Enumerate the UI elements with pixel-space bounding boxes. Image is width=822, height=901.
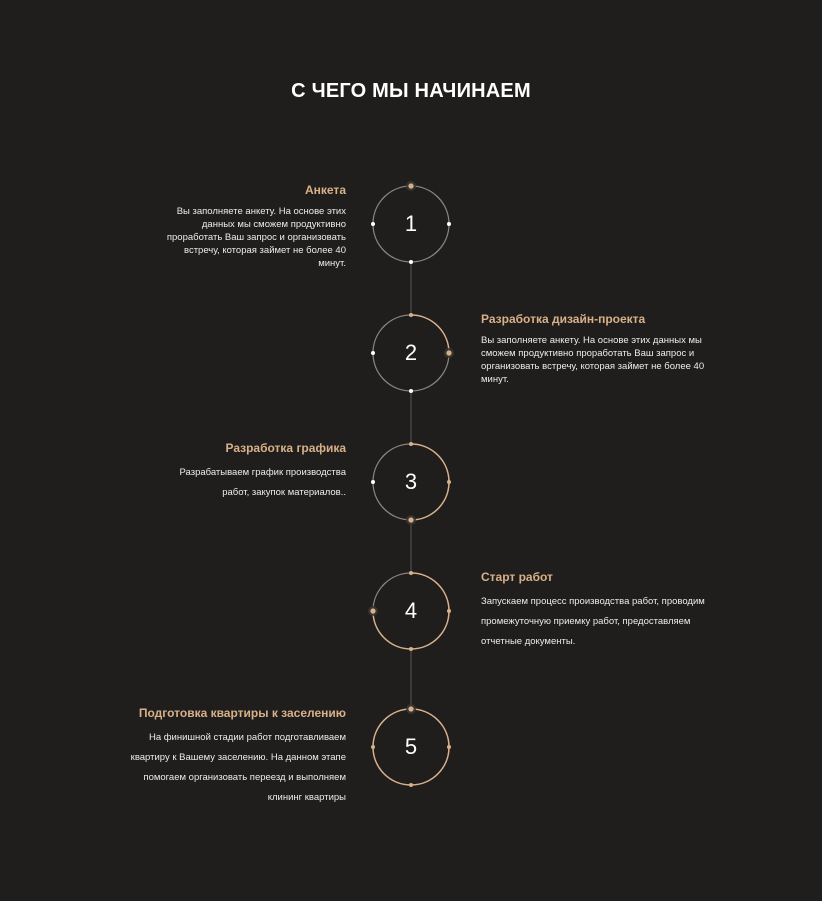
step-3-text: Разработка графика Разрабатываем график …: [156, 441, 346, 503]
step-4-description: Запускаем процесс производства работ, пр…: [481, 596, 705, 647]
step-4-progress-arc: [372, 572, 450, 650]
step-2-progress-arc: [410, 314, 450, 354]
step-1-description: Вы заполняете анкету. На основе этих дан…: [166, 206, 346, 269]
step-5-title: Подготовка квартиры к заселению: [138, 706, 346, 720]
step-4-marker-3: [409, 647, 413, 651]
step-4-marker-2: [447, 609, 451, 613]
step-1-number: 1: [404, 211, 418, 236]
step-4-title: Старт работ: [481, 570, 553, 584]
step-5-marker-4: [371, 745, 375, 749]
page-title: С ЧЕГО МЫ НАЧИНАЕМ: [291, 80, 531, 102]
step-5-marker-2: [447, 745, 451, 749]
step-3-description: Разрабатываем график производства работ,…: [179, 467, 346, 498]
step-2-marker-4: [371, 351, 375, 355]
step-1-text: Анкета Вы заполняете анкету. На основе э…: [156, 183, 346, 270]
step-5-number: 5: [404, 734, 418, 759]
step-4-marker-1: [409, 571, 413, 575]
step-4-text: Старт работ Запускаем процесс производст…: [481, 570, 731, 652]
step-5-description: На финишной стадии работ подготавливаем …: [130, 732, 346, 803]
step-5-marker-active: [408, 706, 414, 712]
step-3-marker-active: [408, 517, 414, 523]
step-4-number: 4: [404, 598, 418, 623]
step-2-number: 2: [404, 340, 418, 365]
timeline-rings: [368, 181, 454, 787]
step-2-title: Разработка дизайн-проекта: [481, 312, 646, 326]
step-4-marker-active: [370, 608, 376, 614]
step-3-marker-2: [447, 480, 451, 484]
step-1-title: Анкета: [305, 183, 346, 197]
step-1-marker-4: [371, 222, 375, 226]
step-2-description: Вы заполняете анкету. На основе этих дан…: [481, 335, 705, 385]
step-3-number: 3: [404, 469, 418, 494]
step-1-marker-2: [447, 222, 451, 226]
step-2-marker-1: [409, 313, 413, 317]
step-3-title: Разработка графика: [225, 441, 346, 455]
step-3-marker-1: [409, 442, 413, 446]
step-3-marker-4: [371, 480, 375, 484]
step-2-marker-3: [409, 389, 413, 393]
step-5-marker-3: [409, 783, 413, 787]
step-2-marker-active: [446, 350, 452, 356]
step-1-marker-3: [409, 260, 413, 264]
step-5-text: Подготовка квартиры к заселению На финиш…: [116, 706, 346, 808]
step-2-text: Разработка дизайн-проекта Вы заполняете …: [481, 312, 731, 386]
step-1-marker-active: [408, 183, 414, 189]
